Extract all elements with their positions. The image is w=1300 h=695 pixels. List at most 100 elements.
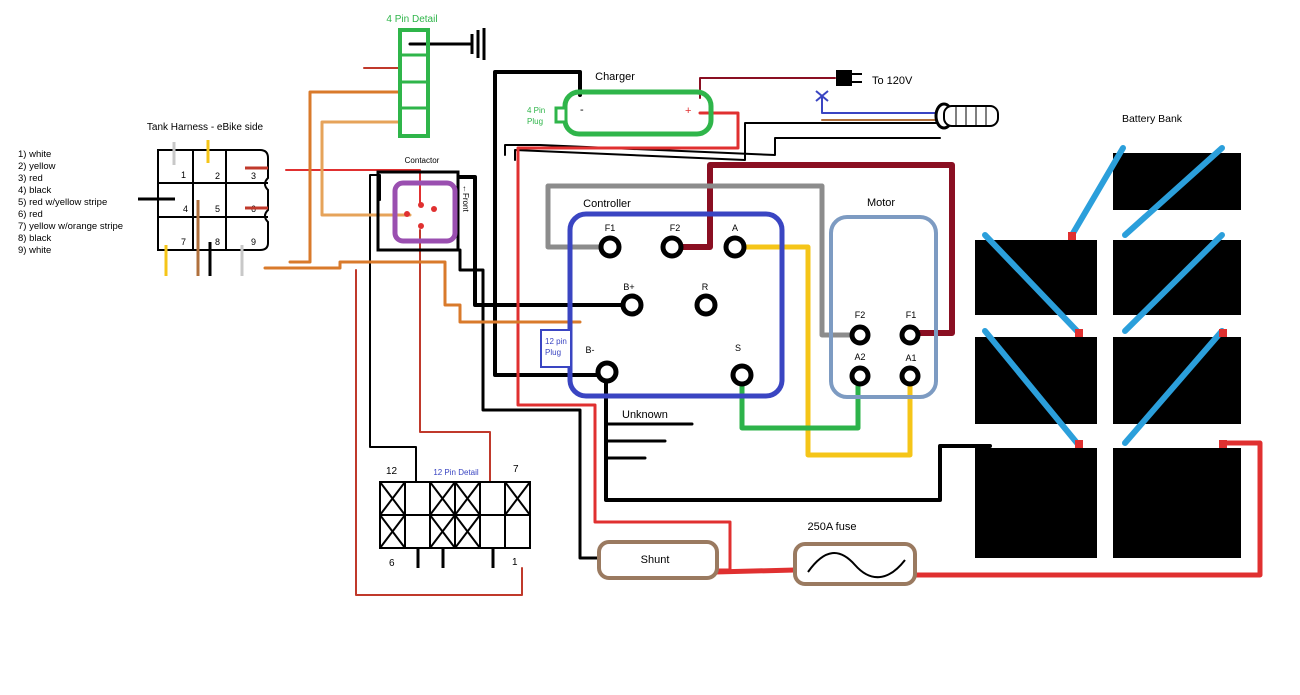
pin4-detail: 4 Pin Detail: [386, 14, 486, 138]
contactor-title: Contactor: [405, 156, 440, 165]
wire-red-charger-pos: [516, 111, 740, 572]
pin12-cells: [379, 481, 531, 549]
tank-harness-title: Tank Harness - eBike side: [147, 122, 264, 133]
contactor-terminal: [431, 206, 437, 212]
motor-box: [829, 215, 938, 399]
shunt-box: [597, 540, 719, 580]
harness-legend-item: 9) white: [18, 245, 51, 256]
wire-gray-f1-motor: [545, 183, 861, 338]
terminal-r: [694, 293, 718, 317]
wire-red-12pin-bottom: [355, 269, 523, 596]
pin4-plug-label-2: Plug: [527, 117, 543, 126]
pin12-number-6: 6: [389, 558, 395, 569]
wire-black-charger-neg: [493, 70, 609, 377]
battery-terminals: [1068, 232, 1227, 448]
harness-pin-number: 4: [183, 204, 188, 214]
shunt: Shunt: [597, 540, 719, 580]
wire-darkred-120v: [699, 77, 836, 99]
tank-harness: Tank Harness - eBike side 1) white 2) ye…: [18, 122, 269, 276]
harness-legend-item: 5) red w/yellow stripe: [18, 197, 107, 208]
fuse-label: 250A fuse: [808, 521, 857, 533]
harness-legend-item: 2) yellow: [18, 161, 56, 172]
controller: Controller F1 F2 A B+ R B- S 12 pin Plug: [540, 198, 785, 399]
wire-green-s-a2: [739, 372, 861, 431]
harness-legend-item: 6) red: [18, 209, 43, 220]
contactor-front-label: ←Front: [461, 185, 470, 212]
harness-pin-number: 8: [215, 237, 220, 247]
terminal-label-bplus: B+: [623, 282, 634, 292]
contactor-terminal: [418, 202, 424, 208]
motor-terminal-label-a2: A2: [854, 352, 865, 362]
battery-cell: [975, 448, 1097, 558]
wire-black-contactor-12pin: [369, 174, 417, 483]
terminal-f2: [660, 235, 684, 259]
terminal-f1: [598, 235, 622, 259]
pin12-number-1: 1: [512, 557, 518, 568]
pin4-plug-label-1: 4 Pin: [527, 106, 545, 115]
to-120v-label: To 120V: [872, 75, 913, 87]
motor-terminal-a1: [899, 365, 921, 387]
x-mark-icon: [815, 90, 829, 102]
motor-terminal-a2: [849, 365, 871, 387]
pin4-detail-title: 4 Pin Detail: [386, 14, 437, 25]
terminal-bplus: [620, 293, 644, 317]
wire-orange-harness: [263, 260, 582, 324]
harness-legend-item: 1) white: [18, 149, 51, 160]
battery-bank: Battery Bank: [975, 113, 1241, 558]
pin12-plug-tab: [540, 329, 572, 368]
battery-bank-title: Battery Bank: [1122, 113, 1183, 125]
fuse-symbol-icon: [807, 552, 906, 579]
terminal-label-a: A: [732, 223, 738, 233]
battery-cell: [975, 337, 1097, 424]
charger-plus: +: [685, 105, 691, 117]
wire-black-cord-2: [514, 122, 941, 161]
pin12-detail: 12 12 Pin Detail 7 6 1: [379, 464, 531, 569]
wire-black-contactor-bplus: [458, 175, 634, 307]
wire-orange-pin4: [288, 90, 402, 264]
wire-darkred-f2-motor: [669, 162, 955, 336]
harness-pin-number: 5: [215, 204, 220, 214]
harness-legend-item: 8) black: [18, 233, 52, 244]
pin12-number-7: 7: [513, 464, 519, 475]
harness-stub-wires: [138, 140, 268, 276]
pin12-pin-stubs: [416, 548, 495, 568]
harness-pin-number: 9: [251, 237, 256, 247]
pin12-plug-label-2: Plug: [545, 348, 561, 357]
pin12-plug-label-1: 12 pin: [545, 337, 567, 346]
wires: [263, 42, 1263, 596]
harness-pin-number: 2: [215, 171, 220, 181]
motor-terminal-label-f2: F2: [855, 310, 866, 320]
harness-legend-item: 3) red: [18, 173, 43, 184]
plug-icon: To 120V: [836, 70, 913, 87]
terminal-s: [730, 363, 754, 387]
wire-black-shunt: [458, 248, 602, 560]
terminal-label-r: R: [702, 282, 709, 292]
controller-title: Controller: [583, 198, 631, 210]
wire-black-cord: [504, 137, 941, 156]
wire-red-fuse-battery: [912, 440, 1263, 578]
controller-terminals: [595, 235, 754, 387]
terminal-label-s: S: [735, 343, 741, 353]
controller-box: [567, 211, 785, 399]
motor-title: Motor: [867, 197, 895, 209]
terminal-label-f2: F2: [670, 223, 681, 233]
motor-terminals: [849, 324, 921, 387]
wire-red-12pin-loop: [419, 229, 491, 499]
unknown-label: Unknown: [622, 409, 668, 421]
wire-blue-cord: [821, 95, 941, 114]
charger-plug-tab: [554, 106, 568, 124]
harness-legend-item: 4) black: [18, 185, 52, 196]
terminal-a: [723, 235, 747, 259]
motor-terminal-label-a1: A1: [905, 353, 916, 363]
harness-pin-number: 1: [181, 170, 186, 180]
wire-red-shunt-fuse: [712, 567, 798, 575]
motor: Motor F2 F1 A2 A1: [829, 197, 938, 399]
harness-legend: 1) white 2) yellow 3) red 4) black 5) re…: [18, 149, 123, 256]
charger-minus: -: [580, 104, 584, 116]
harness-pin-number: 7: [181, 237, 186, 247]
shunt-label: Shunt: [641, 554, 670, 566]
harness-legend-item: 7) yellow w/orange stripe: [18, 221, 123, 232]
charger-title: Charger: [595, 71, 635, 83]
